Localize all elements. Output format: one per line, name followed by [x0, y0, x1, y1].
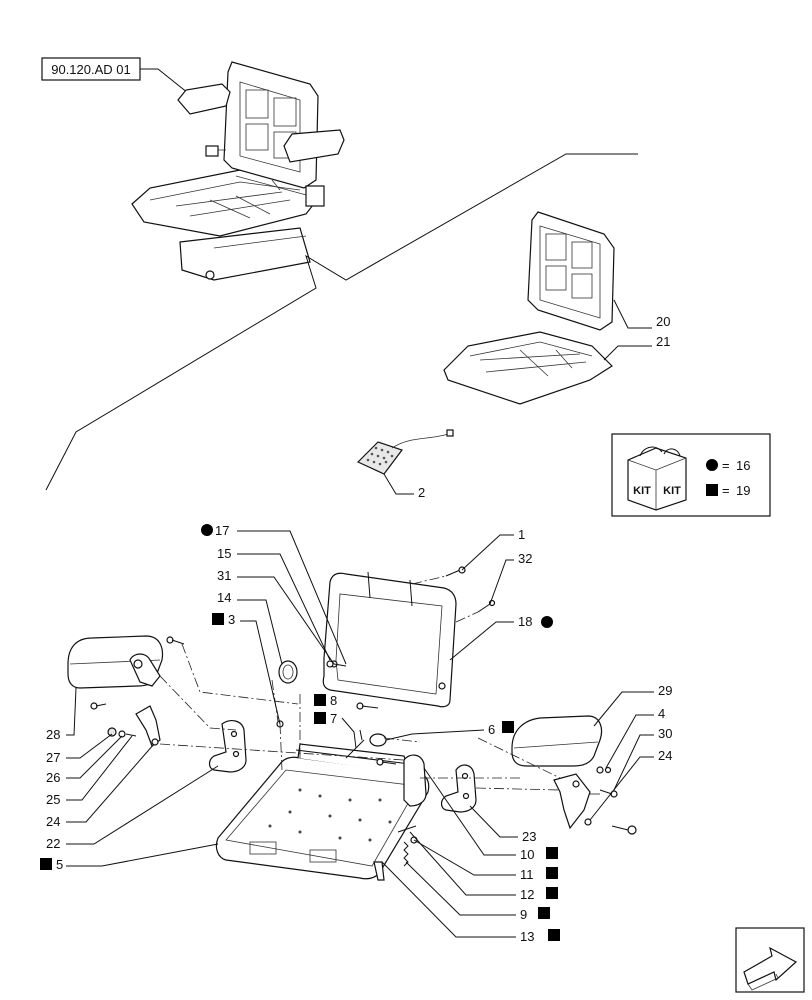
callout-2: 2 [418, 485, 425, 500]
callout-32: 32 [518, 551, 532, 566]
callout-14: 14 [217, 590, 231, 605]
svg-text:=: = [722, 458, 730, 473]
callout-8: 8 [330, 693, 337, 708]
backrest-frame-illustration [322, 571, 457, 708]
square-marker-icon [212, 613, 224, 625]
seat-switch-pad-illustration [356, 429, 454, 475]
callout-11: 11 [520, 867, 534, 882]
right-bracket-illustration [440, 764, 477, 813]
callout-6: 6 [488, 722, 495, 737]
callout-1: 1 [518, 527, 525, 542]
callout-7: 7 [330, 711, 337, 726]
callout-21: 21 [656, 334, 670, 349]
right-armrest-illustration [511, 715, 603, 767]
kit-box-icon: KIT KIT [627, 446, 687, 511]
seat-cushion-cover-illustration [443, 331, 613, 405]
callout-29: 29 [658, 683, 672, 698]
callout-23: 23 [522, 829, 536, 844]
svg-text:KIT: KIT [663, 485, 681, 497]
callout-13: 13 [520, 929, 534, 944]
svg-text:=: = [722, 483, 730, 498]
square-marker-icon [502, 721, 514, 733]
callout-12: 12 [520, 887, 534, 902]
callout-24b: 24 [658, 748, 672, 763]
square-marker-icon [314, 712, 326, 724]
left-bracket-illustration [208, 720, 247, 773]
square-marker-icon [706, 484, 718, 496]
kit-circle-ref: 16 [736, 458, 750, 473]
circle-marker-icon [541, 616, 553, 628]
square-marker-icon [546, 867, 558, 879]
callout-30: 30 [658, 726, 672, 741]
callout-25: 25 [46, 792, 60, 807]
kit-square-ref: 19 [736, 483, 750, 498]
callout-20: 20 [656, 314, 670, 329]
complete-seat-illustration [131, 61, 345, 281]
callout-9: 9 [520, 907, 527, 922]
square-marker-icon [40, 858, 52, 870]
callout-3: 3 [228, 612, 235, 627]
reference-label: 90.120.AD 01 [51, 62, 131, 77]
callout-27: 27 [46, 750, 60, 765]
square-marker-icon [548, 929, 560, 941]
square-marker-icon [538, 907, 550, 919]
circle-marker-icon [706, 459, 718, 471]
square-marker-icon [546, 847, 558, 859]
callout-22: 22 [46, 836, 60, 851]
square-marker-icon [546, 887, 558, 899]
callout-31: 31 [217, 568, 231, 583]
spring-14-illustration [278, 660, 298, 684]
backrest-cover-illustration [527, 211, 615, 331]
left-adjuster-illustration [135, 705, 161, 747]
callout-26: 26 [46, 770, 60, 785]
callout-5: 5 [56, 857, 63, 872]
callout-28: 28 [46, 727, 60, 742]
callout-15: 15 [217, 546, 231, 561]
square-marker-icon [314, 694, 326, 706]
callout-4: 4 [658, 706, 665, 721]
circle-marker-icon [201, 524, 213, 536]
callout-18: 18 [518, 614, 532, 629]
lever-illustration [345, 729, 365, 759]
next-page-arrow-icon[interactable] [735, 927, 805, 993]
callout-17: 17 [215, 523, 229, 538]
fasteners [90, 636, 637, 844]
spring-9-illustration [397, 825, 417, 867]
knob-6-illustration [369, 733, 387, 747]
pin-13-illustration [373, 861, 385, 881]
bolt-32-illustration [477, 599, 496, 613]
callout-24a: 24 [46, 814, 60, 829]
reference-box[interactable]: 90.120.AD 01 [41, 57, 141, 81]
bolt-1-illustration [445, 566, 466, 577]
svg-text:KIT: KIT [633, 485, 651, 497]
callout-10: 10 [520, 847, 534, 862]
seat-pan-illustration [215, 743, 430, 880]
left-armrest-illustration [67, 635, 164, 689]
kit-legend-box: KIT KIT = 16 = 19 [611, 433, 771, 517]
slide-bracket-illustration [403, 754, 427, 807]
right-adjuster-illustration [553, 773, 591, 830]
